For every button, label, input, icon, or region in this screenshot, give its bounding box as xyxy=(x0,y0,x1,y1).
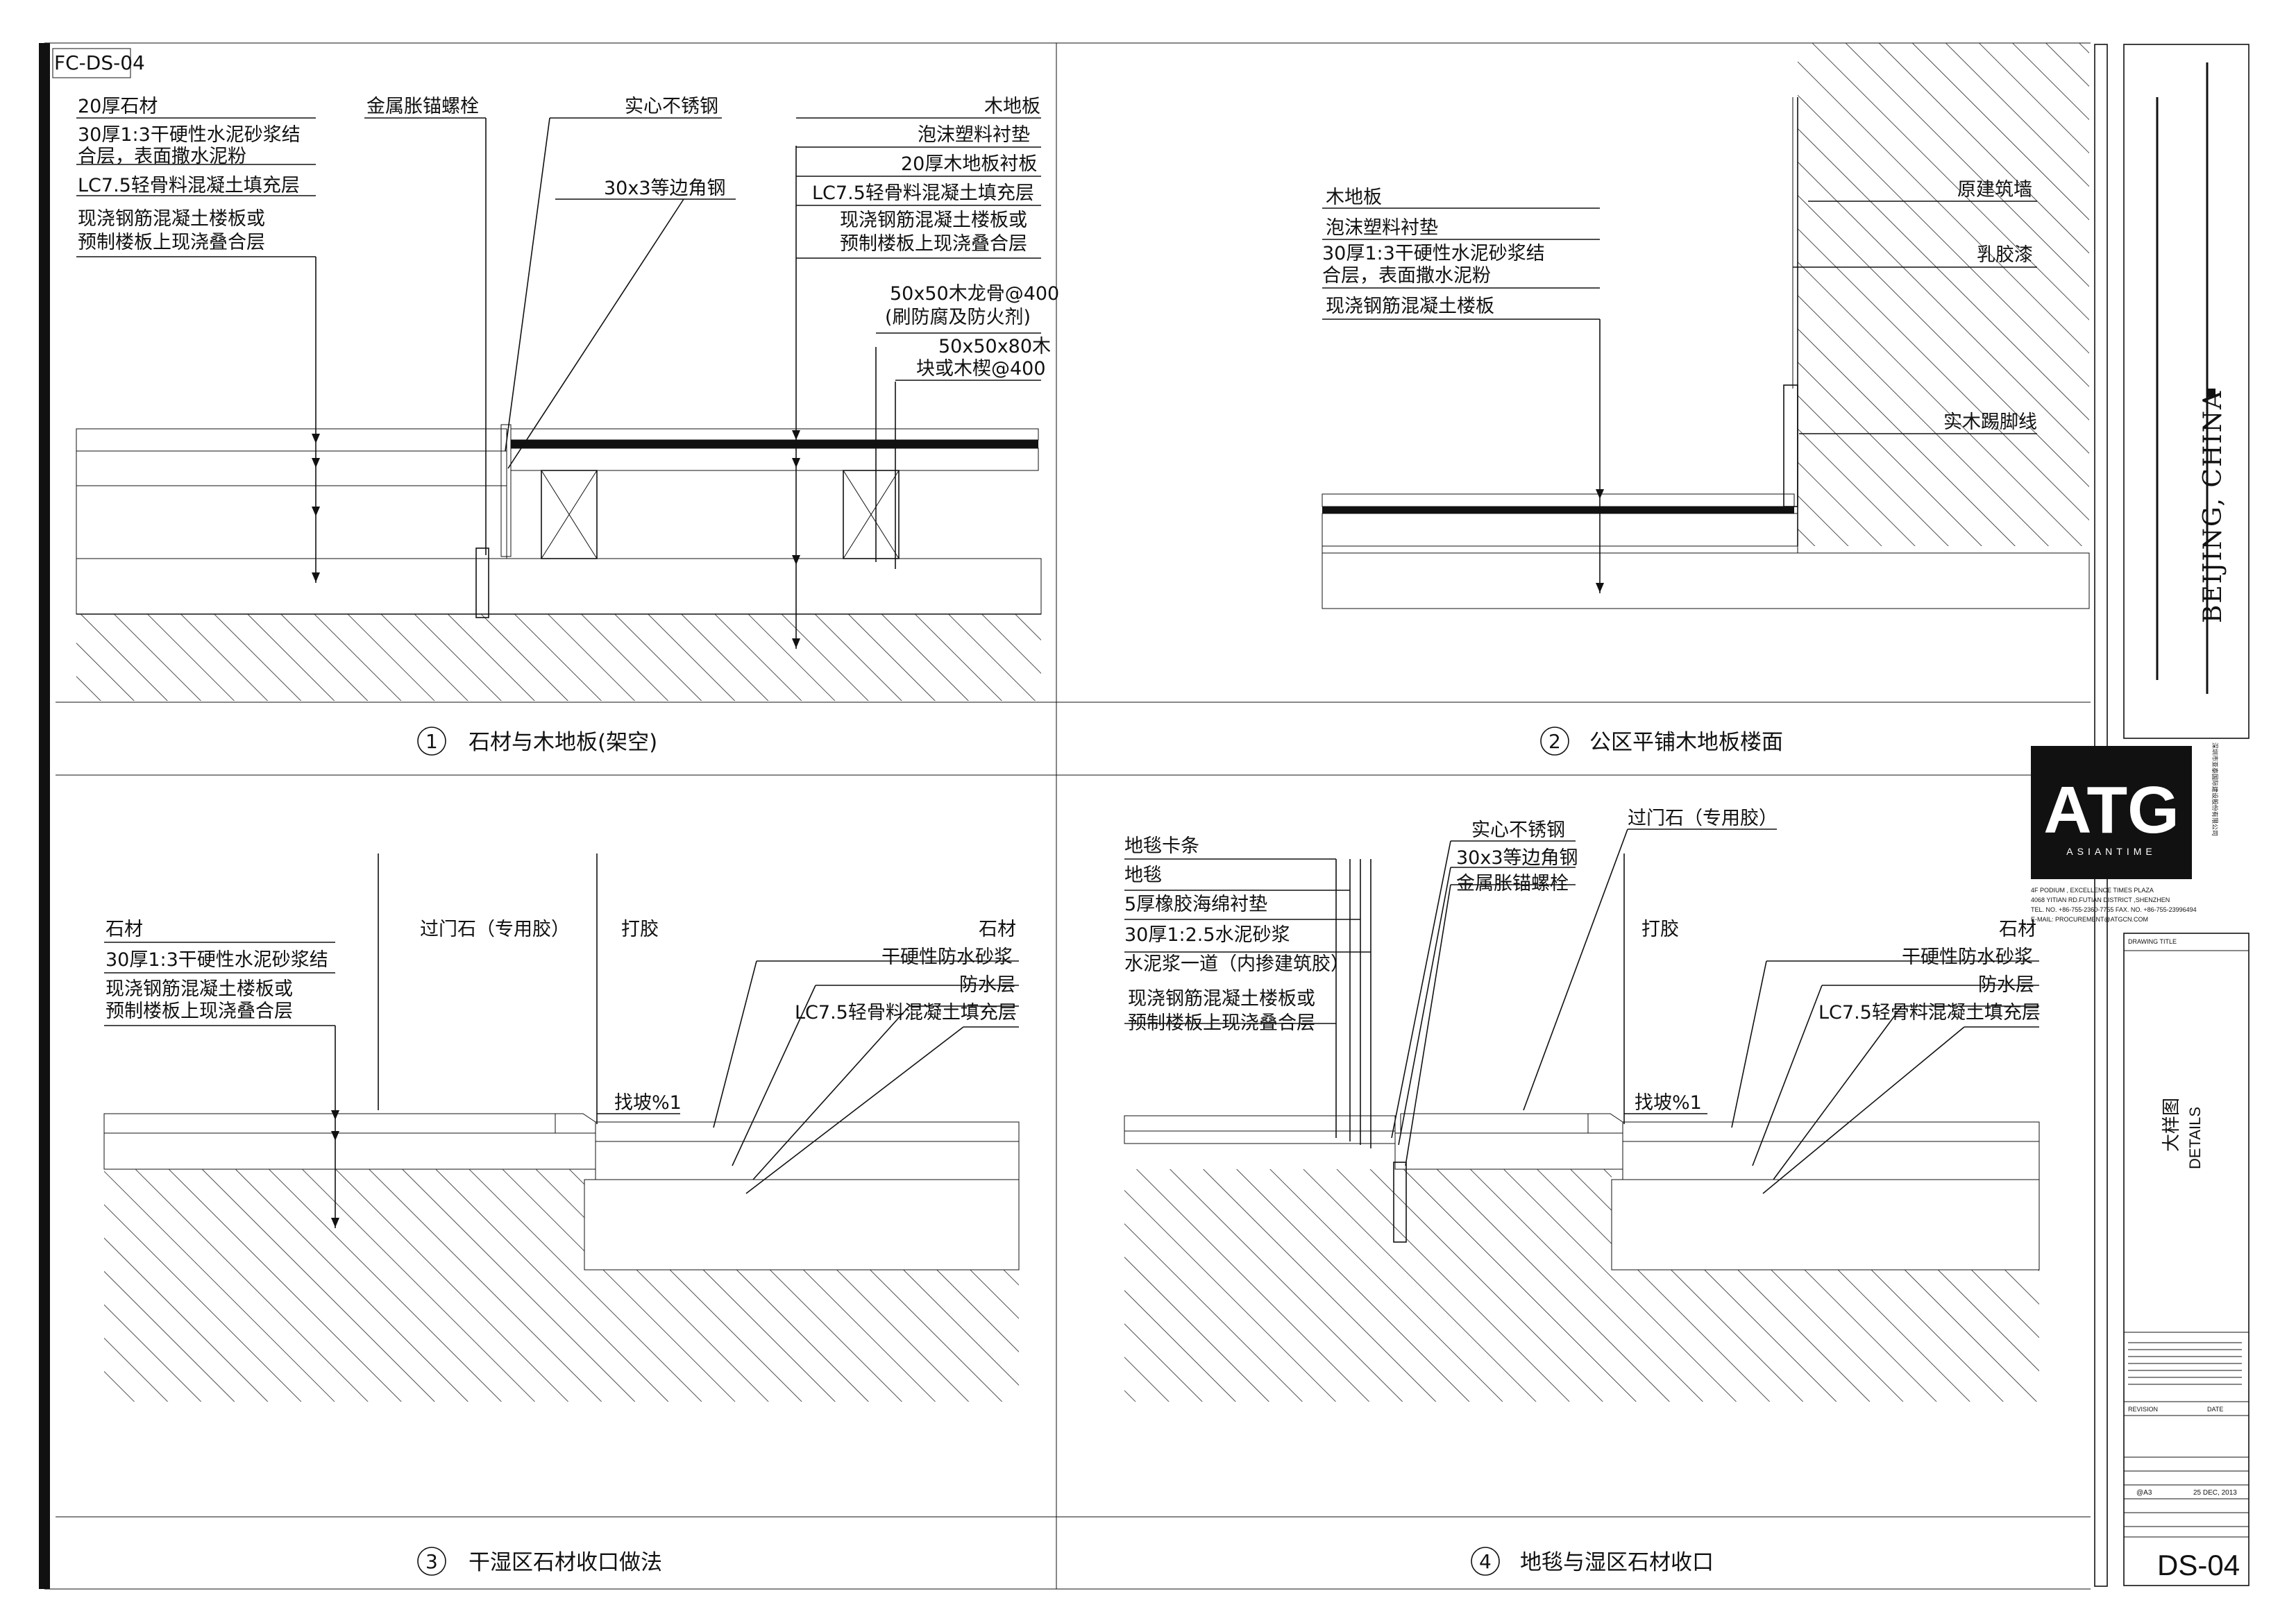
p4-label-threshold: 过门石（专用胶） xyxy=(1628,808,1778,829)
p4-label-anchor-bolt: 金属胀锚螺栓 xyxy=(1456,873,1569,894)
p3-caption: 干湿区石材收口做法 xyxy=(469,1550,662,1575)
p4-label-angle: 30x3等边角钢 xyxy=(1456,847,1578,869)
p4-label-sealant: 打胶 xyxy=(1641,919,1679,940)
p3-label-sealant: 打胶 xyxy=(621,919,659,940)
title-block: BEIJING, CHINA ATG ASIANTIME 深圳市亚泰国际建设股份… xyxy=(2031,44,2249,1587)
p3-label-stone: 石材 xyxy=(105,919,143,940)
p3-label-threshold: 过门石（专用胶） xyxy=(420,919,570,940)
p4-label-steel: 实心不锈钢 xyxy=(1471,819,1565,841)
p1-caption-number: 1 xyxy=(425,730,438,753)
p3-label-lc75: LC7.5轻骨料混凝土填充层 xyxy=(795,1002,1017,1023)
drawing-title-en: DETAILS xyxy=(2186,1107,2204,1169)
drawing-code: FC-DS-04 xyxy=(54,51,145,74)
drawing-title-cn: 大样图 xyxy=(2161,1098,2182,1152)
p3-label-slab-2: 预制楼板上现浇叠合层 xyxy=(105,1001,293,1022)
p1-label-lc75-right: LC7.5轻骨料混凝土填充层 xyxy=(812,182,1034,204)
atg-logo-box xyxy=(2031,746,2192,879)
p1-label-subfloor: 20厚木地板衬板 xyxy=(901,153,1037,175)
p2-label-wood-floor: 木地板 xyxy=(1326,187,1382,208)
p2-label-mortar-1: 30厚1:3干硬性水泥砂浆结 xyxy=(1322,243,1545,264)
p1-caption: 石材与木地板(架空) xyxy=(469,730,657,755)
p2-label-wall: 原建筑墙 xyxy=(1957,179,2032,201)
p1-label-joist-2: (刷防腐及防火剂) xyxy=(885,307,1031,328)
scale: @A3 xyxy=(2136,1489,2152,1497)
p3-label-slab-1: 现浇钢筋混凝土楼板或 xyxy=(105,978,293,1000)
p1-label-foam: 泡沫塑料衬垫 xyxy=(918,124,1030,146)
drawing-title-label: DRAWING TITLE xyxy=(2128,938,2177,945)
detail-4: 地毯卡条 地毯 5厚橡胶海绵衬垫 30厚1:2.5水泥砂浆 水泥浆一道（内掺建筑… xyxy=(1124,808,2041,1576)
p2-label-mortar-2: 合层，表面撒水泥粉 xyxy=(1322,265,1491,287)
p1-label-stone: 20厚石材 xyxy=(78,96,158,117)
p1-label-anchor-bolt: 金属胀锚螺栓 xyxy=(366,96,479,117)
address-3: TEL. NO. +86-755-2360-7755 FAX. NO. +86-… xyxy=(2031,906,2197,913)
p4-label-waterproof-layer: 防水层 xyxy=(1978,974,2034,996)
location: BEIJING, CHINA xyxy=(2199,390,2227,623)
detail-1: 20厚石材 30厚1:3干硬性水泥砂浆结 合层，表面撒水泥粉 LC7.5轻骨料混… xyxy=(76,96,1059,756)
p1-label-lc75: LC7.5轻骨料混凝土填充层 xyxy=(78,175,300,196)
address-1: 4F PODIUM , EXCELLENCE TIMES PLAZA xyxy=(2031,887,2154,894)
p2-label-skirting: 实木踢脚线 xyxy=(1943,411,2037,433)
p3-caption-number: 3 xyxy=(425,1550,438,1573)
p1-label-block-1: 50x50x80木 xyxy=(938,336,1051,357)
p2-caption: 公区平铺木地板楼面 xyxy=(1589,730,1783,755)
p1-label-block-2: 块或木楔@400 xyxy=(916,358,1046,380)
p1-label-joist-1: 50x50木龙骨@400 xyxy=(890,283,1059,305)
p2-label-slab: 现浇钢筋混凝土楼板 xyxy=(1326,296,1494,317)
p3-label-mortar: 30厚1:3干硬性水泥砂浆结 xyxy=(105,949,328,971)
p4-label-carpet: 地毯 xyxy=(1124,865,1162,886)
p1-label-slab-1: 现浇钢筋混凝土楼板或 xyxy=(78,208,265,230)
p1-label-slab-2: 预制楼板上现浇叠合层 xyxy=(78,232,265,253)
p2-caption-number: 2 xyxy=(1548,730,1561,753)
p4-label-slab-2: 预制楼板上现浇叠合层 xyxy=(1128,1012,1315,1034)
p4-label-gripper: 地毯卡条 xyxy=(1124,835,1199,857)
atg-logo-sub: ASIANTIME xyxy=(2066,846,2156,857)
p1-label-slab-right-2: 预制楼板上现浇叠合层 xyxy=(840,233,1027,255)
p4-label-slope: 找坡%1 xyxy=(1635,1092,1702,1114)
p4-label-slab-1: 现浇钢筋混凝土楼板或 xyxy=(1128,988,1315,1010)
p1-label-steel: 实心不锈钢 xyxy=(625,96,718,117)
p3-label-waterproof-mortar: 干硬性防水砂浆 xyxy=(881,946,1013,968)
p1-label-angle: 30x3等边角钢 xyxy=(604,178,726,199)
p3-label-waterproof-layer: 防水层 xyxy=(959,974,1015,996)
disclaimer-lines xyxy=(2128,1342,2242,1385)
p3-label-stone-right: 石材 xyxy=(979,919,1016,940)
p4-label-slurry: 水泥浆一道（内掺建筑胶） xyxy=(1124,953,1349,975)
detail-2: 木地板 泡沫塑料衬垫 30厚1:3干硬性水泥砂浆结 合层，表面撒水泥粉 现浇钢筋… xyxy=(1322,43,2090,756)
atg-logo: ATG xyxy=(2043,773,2179,847)
revision-label: REVISION xyxy=(2128,1406,2158,1413)
p4-caption-number: 4 xyxy=(1479,1550,1492,1573)
address-2: 4068 YITIAN RD.FUTIAN DISTRICT ,SHENZHEN xyxy=(2031,897,2170,903)
company-cn: 深圳市亚泰国际建设股份有限公司 xyxy=(2211,742,2219,836)
p4-label-mortar: 30厚1:2.5水泥砂浆 xyxy=(1124,924,1290,946)
p1-label-wood-floor: 木地板 xyxy=(984,96,1040,117)
sheet-number: DS-04 xyxy=(2157,1549,2240,1581)
p4-label-lc75: LC7.5轻骨料混凝土填充层 xyxy=(1818,1002,2041,1023)
date: 25 DEC, 2013 xyxy=(2193,1489,2237,1497)
p3-label-slope: 找坡%1 xyxy=(614,1092,682,1114)
detail-3: 石材 30厚1:3干硬性水泥砂浆结 现浇钢筋混凝土楼板或 预制楼板上现浇叠合层 … xyxy=(103,853,1020,1576)
date-label: DATE xyxy=(2207,1406,2223,1413)
p4-label-underlay: 5厚橡胶海绵衬垫 xyxy=(1124,894,1267,915)
p4-caption: 地毯与湿区石材收口 xyxy=(1520,1550,1714,1575)
p2-label-paint: 乳胶漆 xyxy=(1977,244,2033,266)
p1-label-mortar-1: 30厚1:3干硬性水泥砂浆结 xyxy=(78,124,301,146)
sheet-frame xyxy=(39,42,2091,1590)
p1-label-mortar-2: 合层，表面撒水泥粉 xyxy=(78,146,246,167)
p2-label-foam: 泡沫塑料衬垫 xyxy=(1326,217,1438,239)
p1-label-slab-right-1: 现浇钢筋混凝土楼板或 xyxy=(840,210,1027,231)
p4-label-waterproof-mortar: 干硬性防水砂浆 xyxy=(1902,946,2033,968)
address-4: E-MAIL: PROCUREMENT@ATGCN.COM xyxy=(2031,916,2148,923)
p4-label-stone-right: 石材 xyxy=(1999,919,2036,940)
